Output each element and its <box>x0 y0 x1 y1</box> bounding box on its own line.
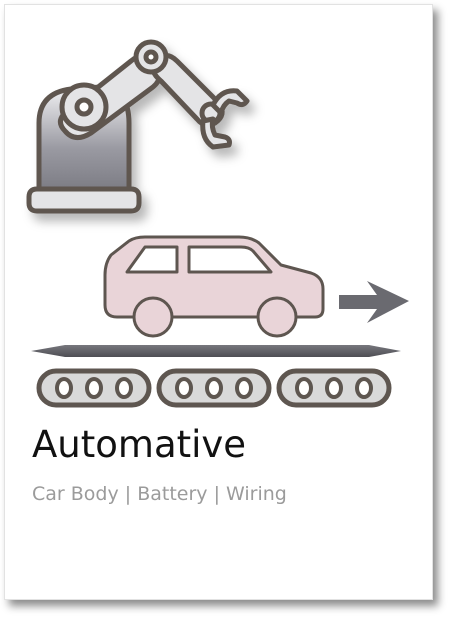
car-icon <box>103 235 325 338</box>
robot-arm-icon <box>26 39 250 214</box>
roller-wheels <box>55 377 373 399</box>
conveyor-belt-icon <box>31 345 401 357</box>
arrow-right-icon <box>339 281 409 323</box>
automotive-illustration <box>26 39 409 408</box>
card-title: Automative <box>32 423 247 466</box>
automotive-card: Automative Car Body | Battery | Wiring <box>4 4 433 600</box>
card-subtitle: Car Body | Battery | Wiring <box>32 483 287 505</box>
